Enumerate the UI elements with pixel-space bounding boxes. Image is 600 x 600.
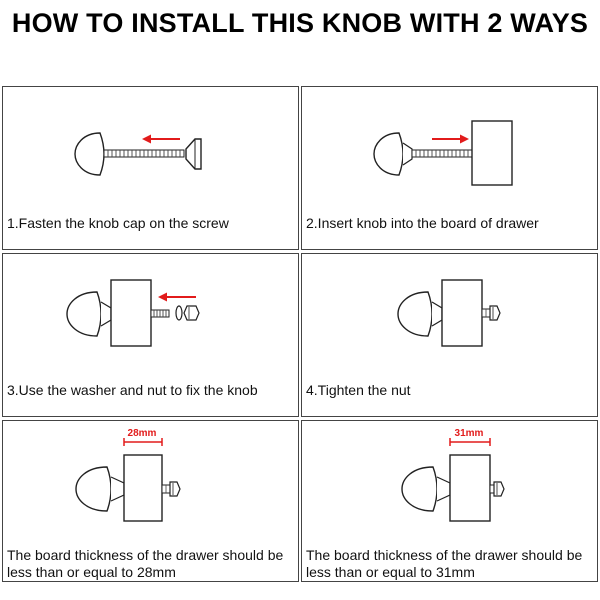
step-1-panel: 1.Fasten the knob cap on the screw bbox=[2, 86, 299, 250]
screw-head bbox=[185, 138, 202, 170]
step-4-illustration bbox=[397, 279, 501, 347]
knob-icon bbox=[373, 132, 404, 176]
thickness-measure-label: 31mm bbox=[454, 428, 484, 439]
drawer-board bbox=[449, 454, 491, 522]
arrow-right-icon bbox=[460, 134, 469, 144]
drawer-board bbox=[123, 454, 163, 522]
washer-icon bbox=[175, 305, 183, 321]
step-4-caption: 4.Tighten the nut bbox=[306, 382, 411, 398]
thickness-28-illustration bbox=[75, 438, 181, 522]
step-3-panel: 3.Use the washer and nut to fix the knob bbox=[2, 253, 299, 417]
step-2-caption: 2.Insert knob into the board of drawer bbox=[306, 215, 539, 231]
page-title: HOW TO INSTALL THIS KNOB WITH 2 WAYS bbox=[11, 8, 589, 38]
thickness-28-panel: 28mm The board thickness of the drawer s… bbox=[2, 420, 299, 582]
step-2-panel: 2.Insert knob into the board of drawer bbox=[301, 86, 598, 250]
arrow-left-icon bbox=[158, 292, 167, 302]
arrow-left-icon bbox=[142, 134, 151, 144]
thickness-31-caption: The board thickness of the drawer should… bbox=[306, 547, 583, 580]
thickness-31-panel: 31mm The board thickness of the drawer s… bbox=[301, 420, 598, 582]
step-3-illustration bbox=[66, 279, 200, 347]
nut-icon bbox=[493, 481, 505, 497]
knob-icon bbox=[75, 466, 112, 512]
knob-icon bbox=[401, 466, 438, 512]
thickness-measure-label: 28mm bbox=[127, 428, 157, 439]
nut-icon bbox=[489, 305, 501, 321]
knob-icon bbox=[397, 291, 433, 337]
thickness-31-illustration bbox=[401, 438, 505, 522]
step-1-illustration bbox=[74, 132, 202, 176]
step-2-illustration bbox=[373, 120, 513, 186]
step-4-panel: 4.Tighten the nut bbox=[301, 253, 598, 417]
step-3-caption: 3.Use the washer and nut to fix the knob bbox=[7, 382, 258, 398]
thickness-28-caption: The board thickness of the drawer should… bbox=[7, 547, 284, 580]
screw-thread bbox=[411, 149, 473, 158]
knob-icon bbox=[66, 291, 102, 337]
knob-cap-icon bbox=[74, 132, 105, 176]
nut-icon bbox=[169, 481, 181, 497]
step-1-caption: 1.Fasten the knob cap on the screw bbox=[7, 215, 229, 231]
drawer-board bbox=[110, 279, 152, 347]
drawer-board bbox=[441, 279, 483, 347]
drawer-board bbox=[471, 120, 513, 186]
nut-icon bbox=[183, 305, 200, 321]
